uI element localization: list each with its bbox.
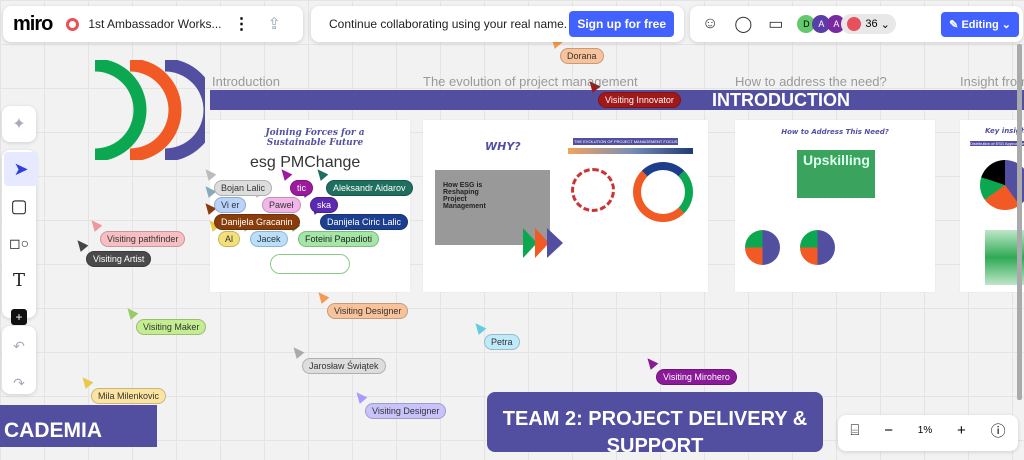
collaborator-cursor-label: Visiting Innovator [598, 92, 681, 108]
chat-icon[interactable]: ◯ [734, 16, 753, 33]
arc-decoration [94, 60, 205, 160]
collaborator-cursor-label: Visiting Artist [86, 251, 152, 267]
board-title[interactable]: 1st Ambassador Works... [88, 17, 222, 31]
cursor-arrow-icon [352, 389, 368, 404]
collaborator-cursor-label: Visiting Designer [327, 303, 409, 319]
cursor-arrow-icon [289, 344, 305, 359]
sticky-note-tool-icon[interactable]: ▢ [10, 195, 28, 216]
cursor-arrow-icon [87, 217, 103, 232]
collaborator-cursor-label: Petra [484, 334, 520, 350]
pie-chart [980, 160, 1024, 210]
undo-icon[interactable]: ↶ [13, 337, 25, 354]
user-icon [847, 17, 862, 31]
frame-title: Insight from [960, 74, 1024, 89]
upskilling-image: Upskilling [797, 150, 875, 198]
scrollbar[interactable] [1017, 44, 1022, 400]
collaborator-cursor-label: Visiting Designer [365, 403, 447, 419]
collaborator-cursor-label: Foteini Papadioti [298, 231, 380, 247]
cursor-arrow-icon [643, 355, 659, 370]
user-count-button[interactable]: 36 ⌄ [841, 14, 896, 34]
video-call-icon[interactable]: ▭ [768, 16, 784, 33]
avatar[interactable]: D [797, 15, 816, 33]
collaborator-cursor-label: Visiting pathfinder [100, 231, 186, 247]
slide-card-evolution[interactable]: WHY? How ESG is Reshaping Project Manage… [423, 120, 708, 292]
collaborator-cursor-label: Jarosław Świątek [302, 358, 386, 374]
chart-title: THE EVOLUTION OF PROJECT MANAGEMENT FOCU… [573, 138, 679, 145]
collaborator-cursor-label: Visiting Maker [136, 319, 207, 335]
introduction-banner: INTRODUCTION [712, 90, 850, 110]
redo-icon[interactable]: ↷ [13, 374, 25, 391]
more-menu-icon[interactable]: ⋮ [233, 16, 250, 33]
slide-heading: Joining Forces for a Sustainable Future [265, 128, 365, 148]
fit-to-screen-icon[interactable]: ⌸ [850, 421, 860, 439]
slide-heading: How to Address This Need? [781, 128, 889, 136]
diagram [270, 254, 350, 274]
collaborator-cursor-label: Aleksandr Aidarov [326, 180, 413, 196]
cursor-arrow-icon [78, 374, 94, 389]
team2-frame[interactable]: TEAM 2: PROJECT DELIVERY & SUPPORT [487, 392, 823, 457]
avatar[interactable]: A [812, 15, 831, 33]
collaborator-cursor-label: Danijela Ciric Lalic [320, 214, 409, 230]
chart-title: Distribution of ESG Approaches [970, 141, 1024, 146]
board-header: miro 1st Ambassador Works... ⋮ ⇪ [3, 6, 303, 42]
shapes-tool-icon[interactable]: ◻○ [8, 234, 30, 251]
banner-text: Continue collaborating using your real n… [329, 17, 568, 31]
collaborator-cursor-label: Visiting Mirohero [656, 369, 737, 385]
zoom-level[interactable]: 1% [917, 424, 933, 436]
miro-logo[interactable]: miro [13, 12, 53, 35]
frame-title: How to address the need? [735, 74, 887, 89]
academia-frame: CADEMIA [0, 405, 157, 447]
text-tool-icon[interactable]: T [12, 269, 25, 291]
reactions-icon[interactable]: ☺︎ [702, 15, 719, 32]
slide-card-insight[interactable]: Key insight Distribution of ESG Approach… [960, 120, 1024, 292]
select-tool-icon[interactable]: ➤ [4, 152, 38, 186]
pencil-icon: ✎ [949, 18, 962, 31]
collaborator-cursor-label: ska [310, 197, 339, 213]
collaborator-cursor-label: Jacek [250, 231, 288, 247]
collaborator-cursor-label: Mila Milenkovic [91, 388, 167, 404]
history-toolbar: ↶ ↷ [2, 326, 36, 394]
board-icon [66, 17, 80, 31]
collaboration-toolbar: ☺︎ ◯ ▭ D A A 36 ⌄ ✎ Editing ⌄ [690, 6, 1023, 42]
sign-up-button[interactable]: Sign up for free [569, 11, 674, 37]
frame-title: The evolution of project management [423, 74, 638, 89]
cursor-arrow-icon [123, 305, 139, 320]
zoom-controls: ⌸ − 1% + ⓘ [838, 415, 1018, 451]
cursor-arrow-icon [471, 320, 487, 335]
avatar[interactable]: A [827, 15, 846, 33]
collaborator-cursor-label: Danijela Gracanin [214, 214, 300, 230]
zoom-in-button[interactable]: + [957, 421, 966, 439]
slide-card-address-need[interactable]: How to Address This Need? Upskilling [735, 120, 935, 292]
collaborator-cursor-label: Al [218, 231, 241, 247]
ai-assist-button[interactable]: ✦ [2, 106, 36, 142]
cursor-arrow-icon [73, 237, 89, 252]
slide-heading: Key insight [985, 127, 1024, 135]
share-upload-icon[interactable]: ⇪ [267, 16, 281, 33]
tools-toolbar: ➤ ▢ ◻○ T + [2, 150, 38, 325]
collaborator-cursor-label: Paweł [262, 197, 301, 213]
collaborator-cursor-label: tic [290, 180, 313, 196]
collaborator-cursor-label: Vi er [214, 197, 247, 213]
zoom-out-button[interactable]: − [884, 421, 893, 439]
help-icon[interactable]: ⓘ [990, 422, 1006, 440]
collaborator-cursor-label: Bojan Lalic [214, 180, 273, 196]
sparkle-icon: ✦ [12, 116, 26, 133]
collaborator-cursor-label: Dorana [560, 48, 604, 64]
add-more-tools-icon[interactable]: + [2, 300, 36, 334]
avatars[interactable]: D A A [797, 15, 846, 33]
photo: How ESG is Reshaping Project Management [435, 170, 550, 245]
esg-logo: esg PMChange [250, 154, 361, 171]
signup-banner: Continue collaborating using your real n… [311, 6, 684, 42]
slide-heading: WHY? [485, 140, 521, 153]
editing-mode-button[interactable]: ✎ Editing ⌄ [941, 11, 1019, 37]
frame-title: Introduction [212, 74, 280, 89]
